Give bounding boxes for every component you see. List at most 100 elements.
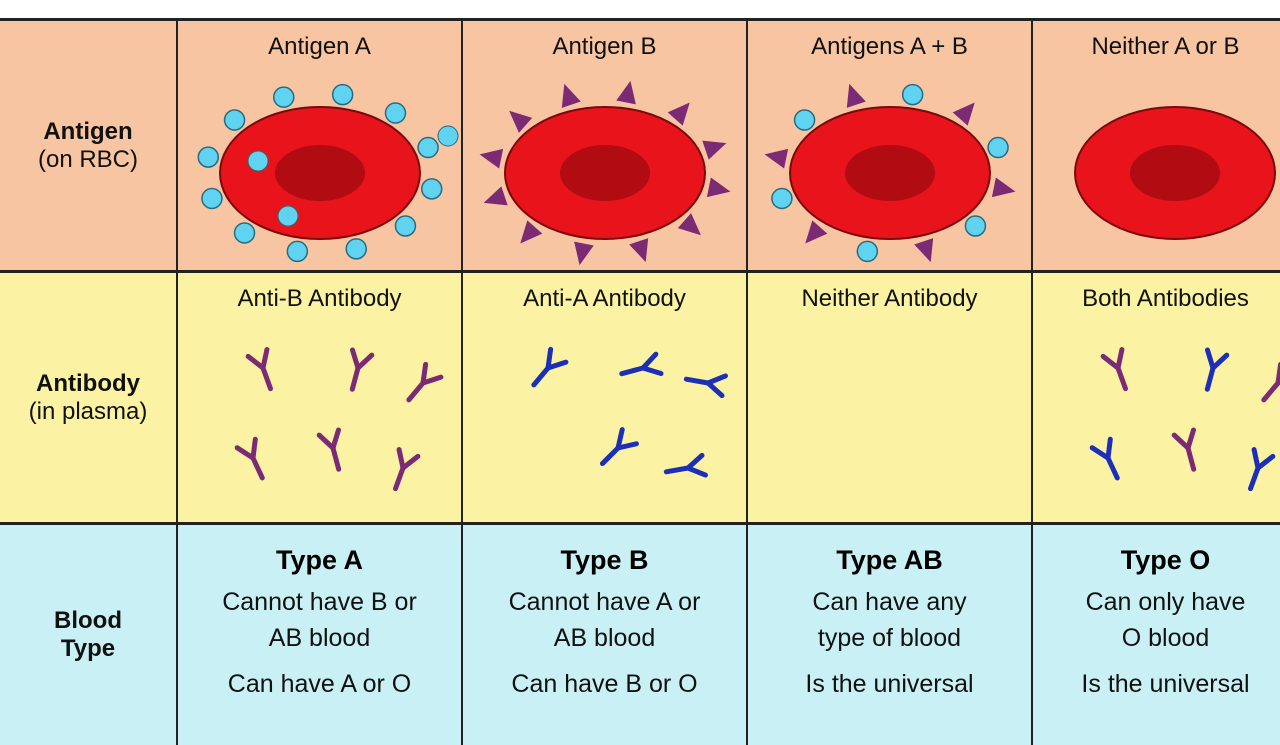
antibody-arm <box>396 447 406 471</box>
rbc-antigen-b-icon <box>479 80 731 266</box>
type-desc: AB blood <box>553 624 656 652</box>
row-title-2: Type <box>60 635 116 662</box>
anti-b-antibody-icon <box>392 447 421 492</box>
antibody-stem <box>392 465 406 492</box>
antibody-arm <box>1255 453 1276 471</box>
anti-a-antibody-icon <box>683 373 728 399</box>
anti-b-antibody-icon <box>1261 361 1280 403</box>
type-title: Type O <box>1120 545 1211 575</box>
antibody-arm <box>1171 432 1191 451</box>
type-title: Type B <box>560 545 649 575</box>
antigen-b-spike <box>629 238 649 263</box>
antibody-arm <box>400 453 421 471</box>
type-title: Type A <box>275 545 363 575</box>
row-title: Blood <box>54 607 122 634</box>
row-label-antigen: Antigen(on RBC) <box>0 21 178 273</box>
anti-a-antibodies-icon <box>531 346 728 478</box>
antibody-cell-b: Anti-A Antibody <box>463 273 748 525</box>
rbc-center <box>560 145 650 201</box>
antibody-arm <box>355 352 375 371</box>
antibody-arm <box>705 373 728 386</box>
antigen-heading: Antigen A <box>268 33 371 60</box>
type-desc: type of blood <box>817 624 962 652</box>
anti-b-antibodies-icon <box>234 347 444 492</box>
type-desc: Can have A or O <box>227 670 412 698</box>
antibody-arm <box>1105 436 1113 461</box>
antigen-a-marker <box>793 109 816 131</box>
antigen-b-spike <box>616 80 636 105</box>
type-desc: O blood <box>1121 624 1210 652</box>
antibody-stem <box>1204 365 1216 392</box>
antibody-arm <box>1089 445 1111 461</box>
anti-b-antibody-icon <box>349 347 375 392</box>
anti-a-antibody-icon <box>531 346 569 388</box>
antigen-heading: Antigens A + B <box>811 33 968 60</box>
antibody-arm <box>1275 361 1280 386</box>
antigen-a-marker <box>394 215 417 237</box>
antigen-b-spike <box>667 102 690 126</box>
antigen-b-spike <box>677 213 701 236</box>
anti-a-antibody-icon <box>1089 436 1120 481</box>
anti-a-antibody-icon <box>1247 447 1276 492</box>
type-desc: Cannot have A or <box>508 588 701 616</box>
type-desc: AB blood <box>268 624 371 652</box>
antigen-a-marker <box>420 178 443 200</box>
antigen-a-marker <box>277 205 299 227</box>
antibody-arm <box>234 445 256 461</box>
antigen-a-marker <box>437 125 459 147</box>
row-label-antibody: Antibody(in plasma) <box>0 273 178 525</box>
antibody-arm <box>1251 447 1261 471</box>
type-desc: Can have any <box>812 588 967 616</box>
antigen-cell-o: Neither A or B <box>1033 21 1280 273</box>
antigen-b-spike <box>764 148 789 169</box>
antibody-arm <box>545 359 569 371</box>
antibody-arm <box>245 353 266 371</box>
anti-a-antibody-icon <box>619 351 664 377</box>
anti-a-antibody-icon <box>1204 347 1230 392</box>
type-cell-ab: Type AB Can have any type of blood Is the u… <box>748 525 1033 745</box>
type-desc: Is the universal <box>1081 670 1250 698</box>
antigen-b-spike <box>483 186 508 206</box>
row-title: Antigen <box>43 117 133 145</box>
antigen-a-marker <box>286 240 309 263</box>
anti-b-antibody-icon <box>1171 427 1197 472</box>
row-title: Antibody <box>36 369 140 397</box>
antigen-b-spike <box>991 177 1016 198</box>
antibody-arm <box>250 436 258 461</box>
antigen-cell-a: Antigen A <box>178 21 463 273</box>
antigen-a-marker <box>987 136 1009 159</box>
antibody-arm <box>420 374 444 386</box>
antibody-stem <box>531 365 551 388</box>
antigen-a-marker <box>771 187 793 210</box>
antibody-stem <box>1105 455 1120 481</box>
anti-a-antibody-icon <box>663 452 708 478</box>
antigen-b-spike <box>574 241 594 266</box>
antigen-b-spike <box>520 220 543 244</box>
antibody-arm <box>1204 347 1216 371</box>
antibody-stem <box>250 455 265 481</box>
antigen-b-spike <box>706 177 731 198</box>
antibody-cell-ab: Neither Antibody <box>748 273 1033 525</box>
antibody-arm <box>1210 352 1230 371</box>
antibody-stem <box>1247 465 1261 492</box>
antibody-arm <box>640 365 664 377</box>
type-desc: Is the universal <box>805 670 974 698</box>
antigen-b-spike <box>805 220 828 244</box>
antigen-a-marker <box>331 83 354 106</box>
antibody-arm <box>260 347 270 371</box>
antibody-stem <box>1261 380 1280 403</box>
antigen-b-spike <box>914 238 934 263</box>
rbc-center <box>275 145 365 201</box>
type-title: Type AB <box>836 545 943 575</box>
antibody-arm <box>615 427 625 451</box>
rbc-antigen-ab-icon <box>764 83 1016 263</box>
antigen-heading: Antigen B <box>552 33 657 60</box>
antigen-b-spike <box>561 83 581 108</box>
antibody-heading: Neither Antibody <box>801 285 978 312</box>
antigen-a-marker <box>417 136 439 159</box>
antibody-cell-a: Anti-B Antibody <box>178 273 463 525</box>
antibody-arm <box>330 427 342 451</box>
antibody-stem <box>683 376 711 386</box>
